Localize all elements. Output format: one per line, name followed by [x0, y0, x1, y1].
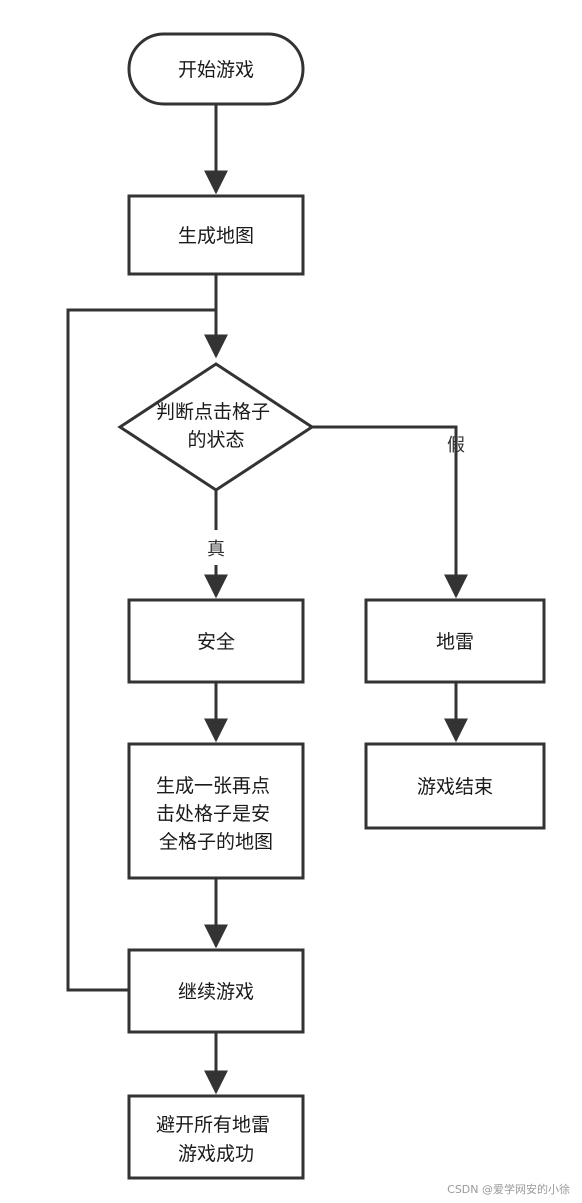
node-success-line-2: 游戏成功: [178, 1143, 254, 1165]
node-judge-shape: [117, 362, 315, 492]
node-safe-shape: [127, 598, 305, 684]
node-game-over-line-1: 游戏结束: [417, 776, 493, 798]
watermark: CSDN @爱学网安的小徐: [447, 1183, 570, 1196]
edge-judge-to-mine: [312, 425, 468, 599]
node-mine-line-1: 地雷: [436, 631, 474, 653]
node-safe-line-1: 安全: [197, 631, 235, 653]
node-judge-line-2: 的状态: [187, 429, 244, 451]
edge-label-false: 假: [447, 435, 465, 456]
node-start-label: 开始游戏: [178, 59, 254, 81]
node-continue-line-1: 继续游戏: [178, 981, 254, 1003]
node-generate-map-label: 生成地图: [178, 225, 254, 247]
node-mine-shape: [364, 598, 546, 684]
node-regenerate-line-2: 击处格子是安: [156, 803, 270, 825]
node-continue-shape: [127, 948, 305, 1034]
node-regenerate-label: 生成一张再点 击处格子是安 全格子的地图: [156, 775, 276, 853]
edge-label-true: 真: [207, 539, 225, 560]
node-safe-label: 安全: [197, 631, 235, 653]
node-success-line-1: 避开所有地雷: [156, 1114, 270, 1136]
node-success-label: 避开所有地雷 游戏成功: [156, 1114, 276, 1165]
node-continue-label: 继续游戏: [178, 981, 254, 1003]
node-generate-map-shape: [127, 194, 305, 276]
edge-continue-loop-back: [66, 308, 216, 992]
node-game-over-label: 游戏结束: [417, 776, 493, 798]
node-start-shape: [127, 32, 305, 106]
node-game-over-shape: [364, 742, 546, 830]
node-success-shape: [127, 1094, 305, 1180]
node-regenerate-shape: [127, 742, 305, 880]
node-regenerate-line-1: 生成一张再点: [156, 775, 270, 797]
node-judge-line-1: 判断点击格子: [156, 401, 270, 423]
node-regenerate-line-3: 全格子的地图: [159, 831, 273, 853]
node-judge-label: 判断点击格子 的状态: [156, 401, 276, 451]
node-start-line-1: 开始游戏: [178, 59, 254, 81]
node-generate-map-line-1: 生成地图: [178, 225, 254, 247]
node-mine-label: 地雷: [436, 631, 474, 653]
